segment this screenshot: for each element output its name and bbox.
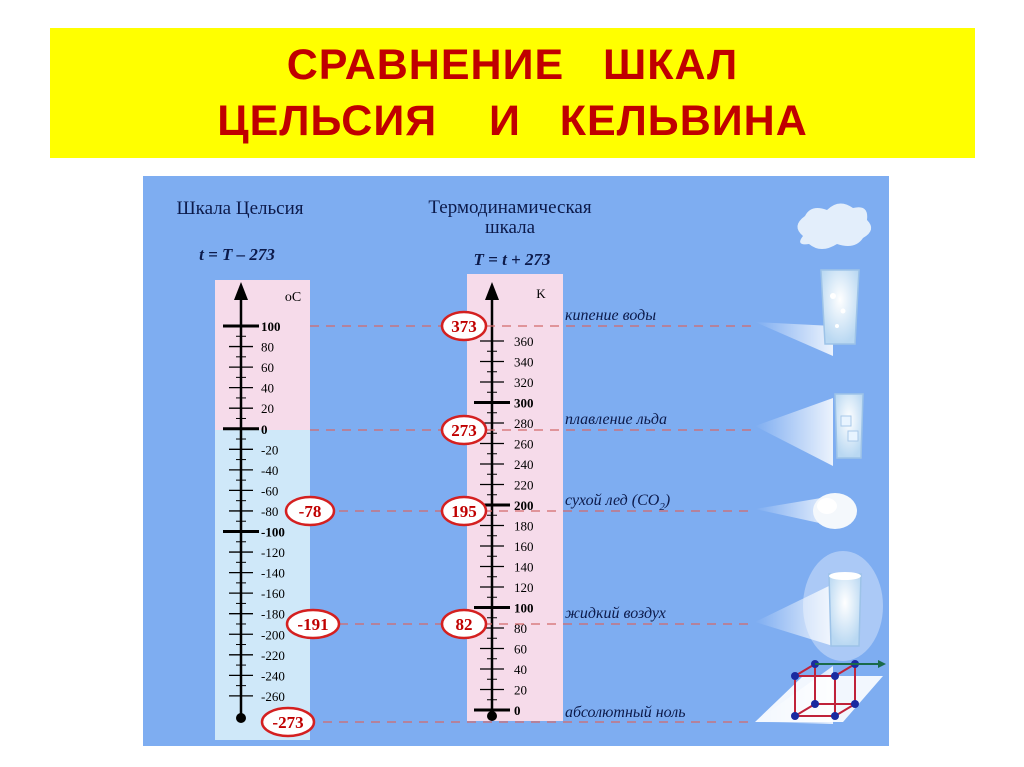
boiling-water-glass-icon (797, 203, 872, 345)
scale-tick-label: 140 (514, 560, 534, 575)
label-absolute-zero: абсолютный ноль (565, 704, 686, 721)
celsius-cold-zone (215, 430, 310, 740)
beam-boiling (755, 322, 833, 356)
scale-tick-label: 280 (514, 416, 534, 431)
kelvin-marker-ring (440, 310, 488, 342)
celsius-marker-liquid-air: -191 (297, 615, 328, 634)
beam-dry-ice (755, 496, 833, 526)
label-liquid-air: жидкий воздух (565, 605, 666, 622)
dry-ice-icon (813, 493, 857, 529)
crystal-lattice-icon (755, 660, 886, 722)
scale-tick-label: 0 (514, 703, 521, 718)
kelvin-scale: K 36034032030028026024022020018016014012… (467, 274, 563, 721)
scale-tick-label: 20 (514, 683, 527, 698)
celsius-marker-absolute-zero: -273 (272, 713, 303, 732)
celsius-marker-ring (285, 608, 341, 640)
scale-tick-label: -160 (261, 586, 285, 601)
scale-tick-label: 80 (261, 340, 274, 355)
diagram-svg: Шкала Цельсия t = T – 273 Термодинамичес… (143, 176, 889, 746)
scale-arrowhead (485, 282, 499, 300)
celsius-unit: oC (285, 290, 301, 305)
scale-tick-label: -60 (261, 483, 278, 498)
celsius-warm-zone (215, 280, 310, 430)
scale-tick-label: 240 (514, 457, 534, 472)
scale-tick-label: -100 (261, 525, 285, 540)
scale-tick-label: -20 (261, 442, 278, 457)
label-ice-melting: плавление льда (565, 411, 667, 428)
label-dry-ice-text: сухой лед (CO (565, 492, 660, 509)
kelvin-unit: K (536, 286, 546, 301)
scale-tick-label: 320 (514, 375, 534, 390)
celsius-formula: t = T – 273 (199, 245, 275, 264)
label-boiling-water: кипение воды (565, 307, 656, 324)
scale-tick-label: 80 (514, 621, 527, 636)
liquid-air-glass-icon (803, 551, 883, 661)
kelvin-formula: T = t + 273 (474, 250, 551, 269)
beam-melting (755, 398, 833, 466)
scale-tick-label: 260 (514, 437, 534, 452)
scale-arrowhead (234, 282, 248, 300)
scale-tick-label: -80 (261, 504, 278, 519)
scale-tick-label: -200 (261, 627, 285, 642)
scale-tick-label: 40 (514, 662, 527, 677)
kelvin-marker-ring (440, 495, 488, 527)
scale-tick-label: -260 (261, 689, 285, 704)
celsius-tick-group: 100 80 60 40 20 0 -20 -40 -60 -80 -100 -120 -140 -160… (223, 282, 285, 723)
celsius-marker-ring (284, 495, 336, 527)
kelvin-marker-liquid-air: 82 (456, 615, 473, 634)
celsius-scale: oC 100 80 60 40 20 0 -20 -40 -60 -80 -100 -120 -140 -… (215, 280, 310, 740)
kelvin-marker-boiling: 373 (451, 317, 477, 336)
label-dry-ice-subscript: 2 (659, 501, 665, 513)
kelvin-marker-ring (440, 608, 488, 640)
title-line-1: СРАВНЕНИЕ ШКАЛ (286, 41, 739, 89)
scale-tick-label: 60 (514, 642, 527, 657)
scale-tick-label: 20 (261, 401, 274, 416)
scale-tick-label: 340 (514, 355, 534, 370)
scale-tick-label: 100 (514, 601, 534, 616)
kelvin-heading-line1: Термодинамическая (428, 197, 591, 218)
scale-tick-label: 120 (514, 580, 534, 595)
scale-tick-label: 0 (261, 422, 268, 437)
scale-tick-label: -220 (261, 648, 285, 663)
scale-comparison-diagram: Шкала Цельсия t = T – 273 Термодинамичес… (143, 176, 889, 746)
scale-tick-label: 100 (261, 319, 281, 334)
title-banner: СРАВНЕНИЕ ШКАЛ ЦЕЛЬСИЯ И КЕЛЬВИНА (50, 28, 975, 158)
phenomena-labels: кипение воды плавление льда сухой лед (C… (565, 307, 686, 721)
scale-tick-label: -120 (261, 545, 285, 560)
scale-tick-label: 300 (514, 396, 534, 411)
kelvin-marker-ring (440, 414, 488, 446)
scale-bulb (236, 713, 246, 723)
celsius-marker-ring (260, 706, 316, 738)
scale-tick-label: 360 (514, 334, 534, 349)
marker-group: -78 -191 -273 373 273 195 82 (260, 310, 488, 738)
celsius-marker-dry-ice: -78 (299, 502, 322, 521)
scale-tick-label: 40 (261, 381, 274, 396)
scale-bulb (487, 711, 497, 721)
scale-tick-label: -240 (261, 668, 285, 683)
label-dry-ice: сухой лед (CO2) (565, 492, 670, 513)
scale-tick-label: 160 (514, 539, 534, 554)
scale-tick-label: 60 (261, 360, 274, 375)
celsius-heading: Шкала Цельсия (176, 198, 303, 219)
scale-tick-label: 220 (514, 478, 534, 493)
scale-tick-label: -180 (261, 607, 285, 622)
kelvin-tick-group: 3603403203002802602402202001801601401201… (474, 282, 534, 721)
label-dry-ice-close: ) (664, 492, 670, 509)
kelvin-tube (467, 274, 563, 721)
beam-liquid-air (755, 584, 833, 646)
guide-lines (310, 325, 755, 723)
ice-water-glass-icon (834, 393, 864, 459)
kelvin-marker-melting: 273 (451, 421, 477, 440)
scale-tick-label: -140 (261, 566, 285, 581)
kelvin-marker-dry-ice: 195 (451, 502, 477, 521)
kelvin-heading-line2: шкала (485, 217, 536, 238)
scale-tick-label: 200 (514, 498, 534, 513)
scale-tick-label: -40 (261, 463, 278, 478)
scale-tick-label: 180 (514, 519, 534, 534)
title-line-2: ЦЕЛЬСИЯ И КЕЛЬВИНА (217, 97, 808, 145)
